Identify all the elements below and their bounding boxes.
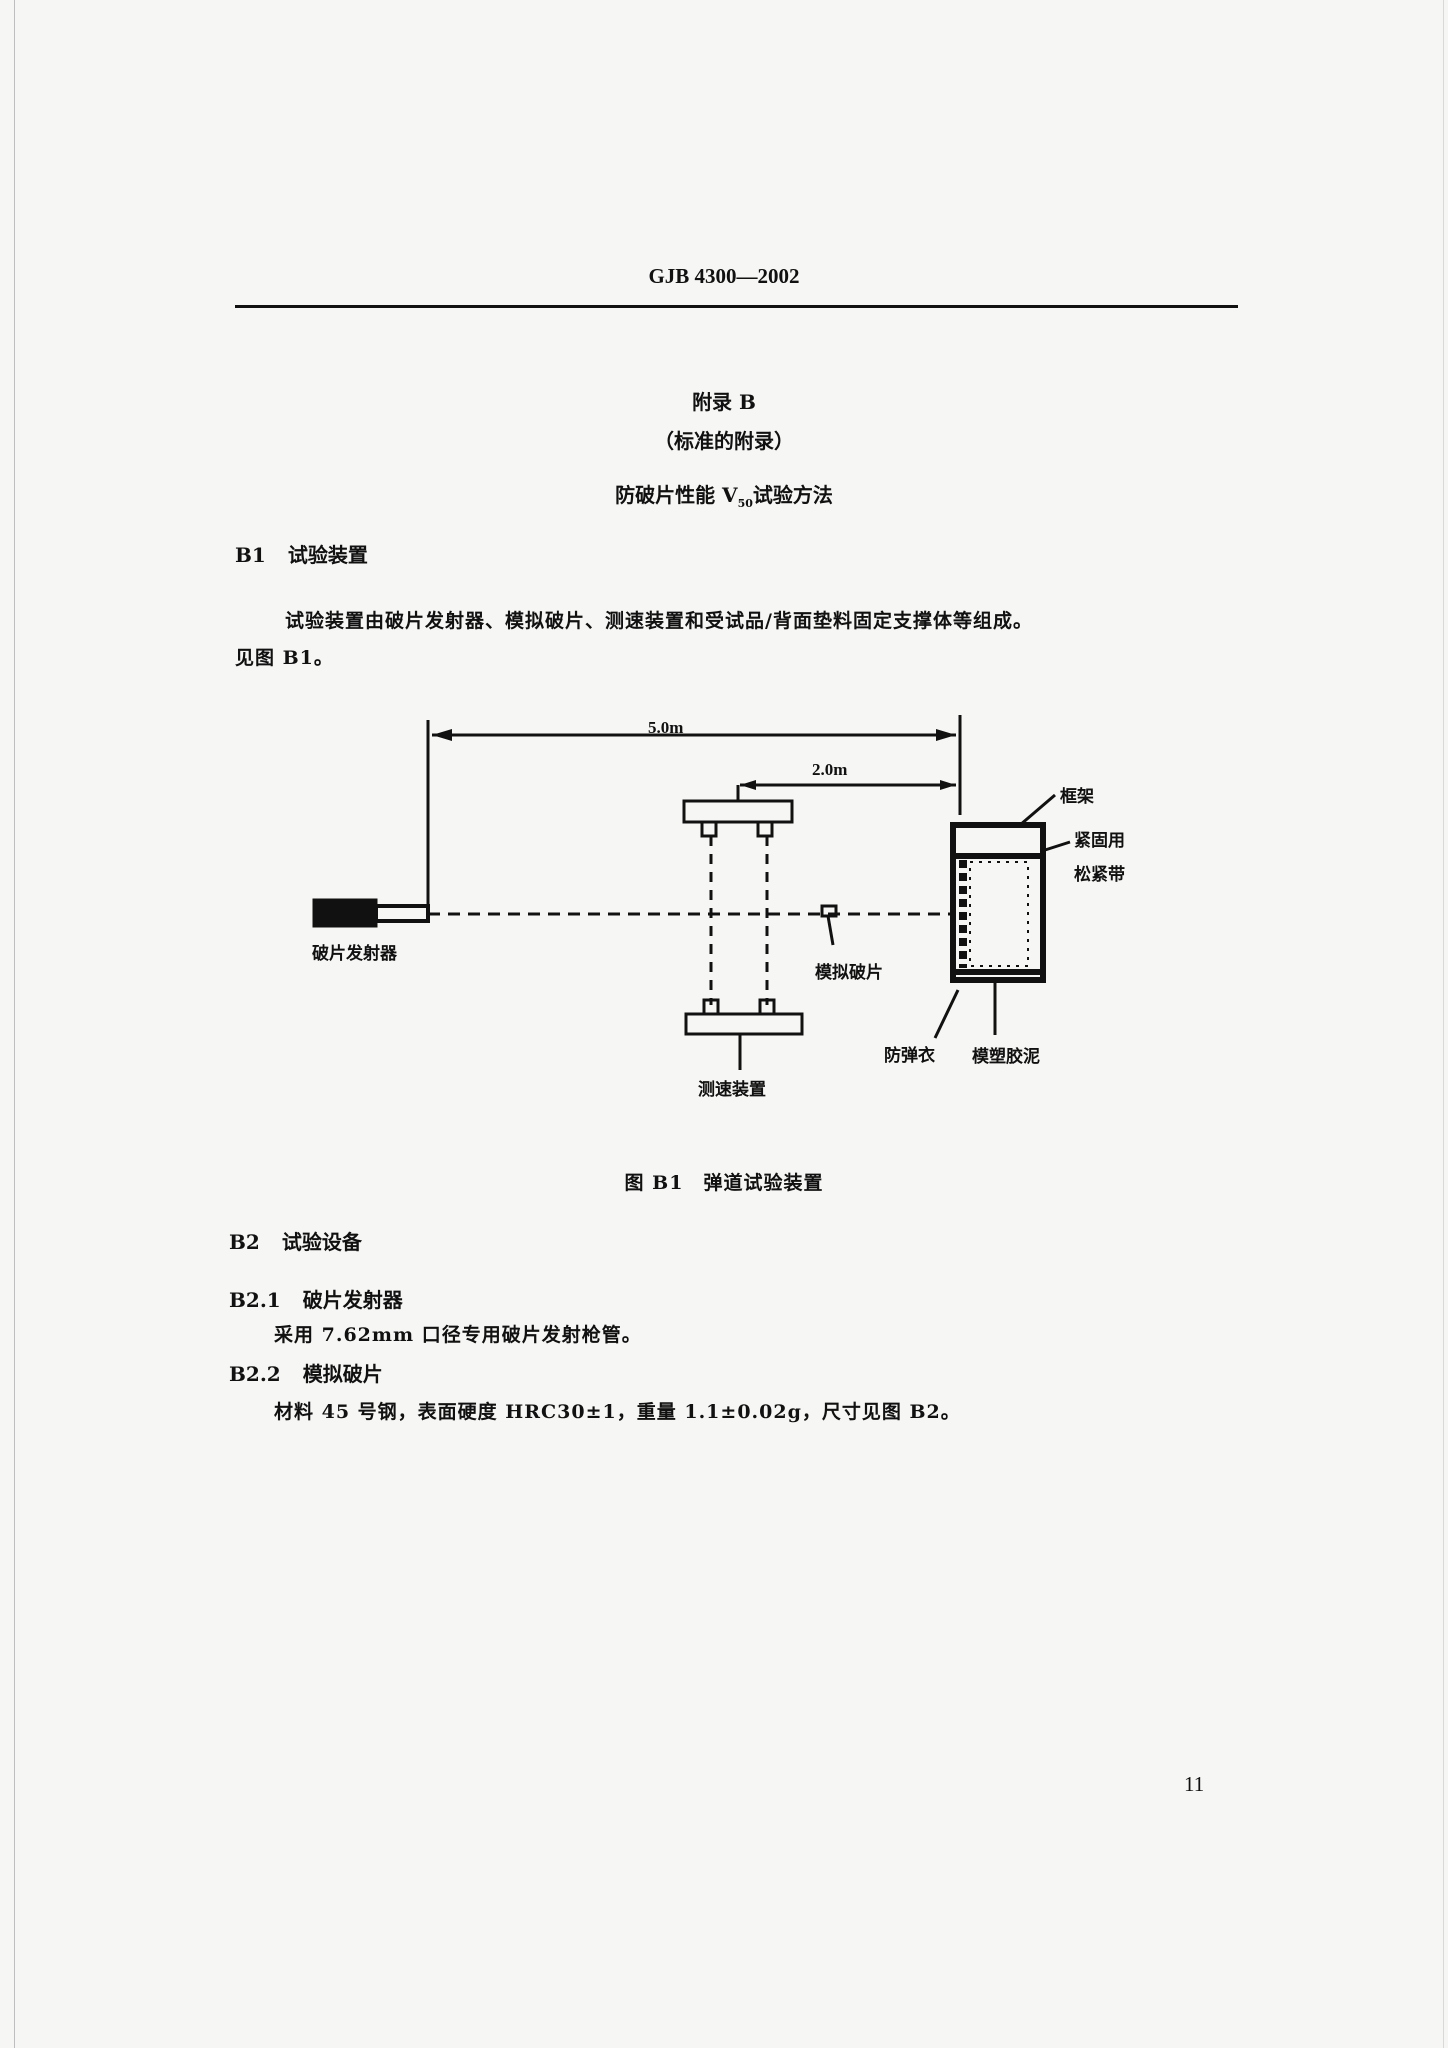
section-b2-heading: B2 试验设备 — [229, 1226, 362, 1255]
section-b2-1-text: 采用 7.62mm 口径专用破片发射枪管。 — [274, 1324, 642, 1346]
section-b2-1-heading: B2.1 破片发射器 — [229, 1284, 403, 1313]
section-title: 试验设备 — [281, 1230, 362, 1254]
figure-caption: 图 B1 弹道试验装置 — [624, 1172, 824, 1194]
appendix-title: 附录 B — [692, 390, 756, 414]
section-number: B2.1 — [229, 1288, 281, 1312]
armor-label: 防弹衣 — [884, 1046, 935, 1066]
section-title: 破片发射器 — [302, 1288, 403, 1312]
section-b2-2-text: 材料 45 号钢，表面硬度 HRC30±1，重量 1.1±0.02g，尺寸见图 … — [274, 1401, 961, 1423]
header-rule — [235, 305, 1238, 308]
heading-suffix: 试验方法 — [752, 483, 833, 507]
standard-code-header: GJB 4300—2002 — [648, 264, 800, 288]
dimension-total-label: 5.0m — [648, 718, 684, 737]
scan-edge-right — [1443, 0, 1444, 2048]
page-number: 11 — [1184, 1772, 1205, 1796]
clay-label: 模塑胶泥 — [972, 1047, 1040, 1067]
strap-label-line1: 紧固用 — [1074, 831, 1125, 851]
dimension-partial-label: 2.0m — [812, 760, 848, 779]
section-title: 模拟破片 — [302, 1362, 383, 1386]
section-b1-paragraph-line2: 见图 B1。 — [235, 647, 334, 669]
section-b1-heading: B1 试验装置 — [235, 539, 368, 568]
frame-label: 框架 — [1060, 787, 1094, 807]
section-number: B2.2 — [229, 1362, 281, 1386]
fragment-label: 模拟破片 — [815, 963, 883, 983]
section-b1-paragraph-line1: 试验装置由破片发射器、模拟破片、测速装置和受试品/背面垫料固定支撑体等组成。 — [285, 610, 1033, 632]
appendix-heading: 防破片性能 V50试验方法 — [0, 479, 1448, 510]
appendix-subtitle: （标准的附录） — [654, 429, 794, 453]
section-title: 试验装置 — [287, 543, 368, 567]
speed-device-label: 测速装置 — [698, 1080, 766, 1100]
heading-prefix: 防破片性能 V — [615, 483, 738, 507]
scan-edge-left — [14, 0, 15, 2048]
section-number: B2 — [229, 1230, 260, 1254]
strap-label-line2: 松紧带 — [1074, 865, 1125, 885]
section-b2-2-heading: B2.2 模拟破片 — [229, 1358, 383, 1387]
heading-subscript: 50 — [737, 497, 753, 510]
launcher-label: 破片发射器 — [312, 944, 397, 964]
ballistic-test-setup-diagram — [312, 715, 1071, 1070]
section-number: B1 — [235, 543, 266, 567]
